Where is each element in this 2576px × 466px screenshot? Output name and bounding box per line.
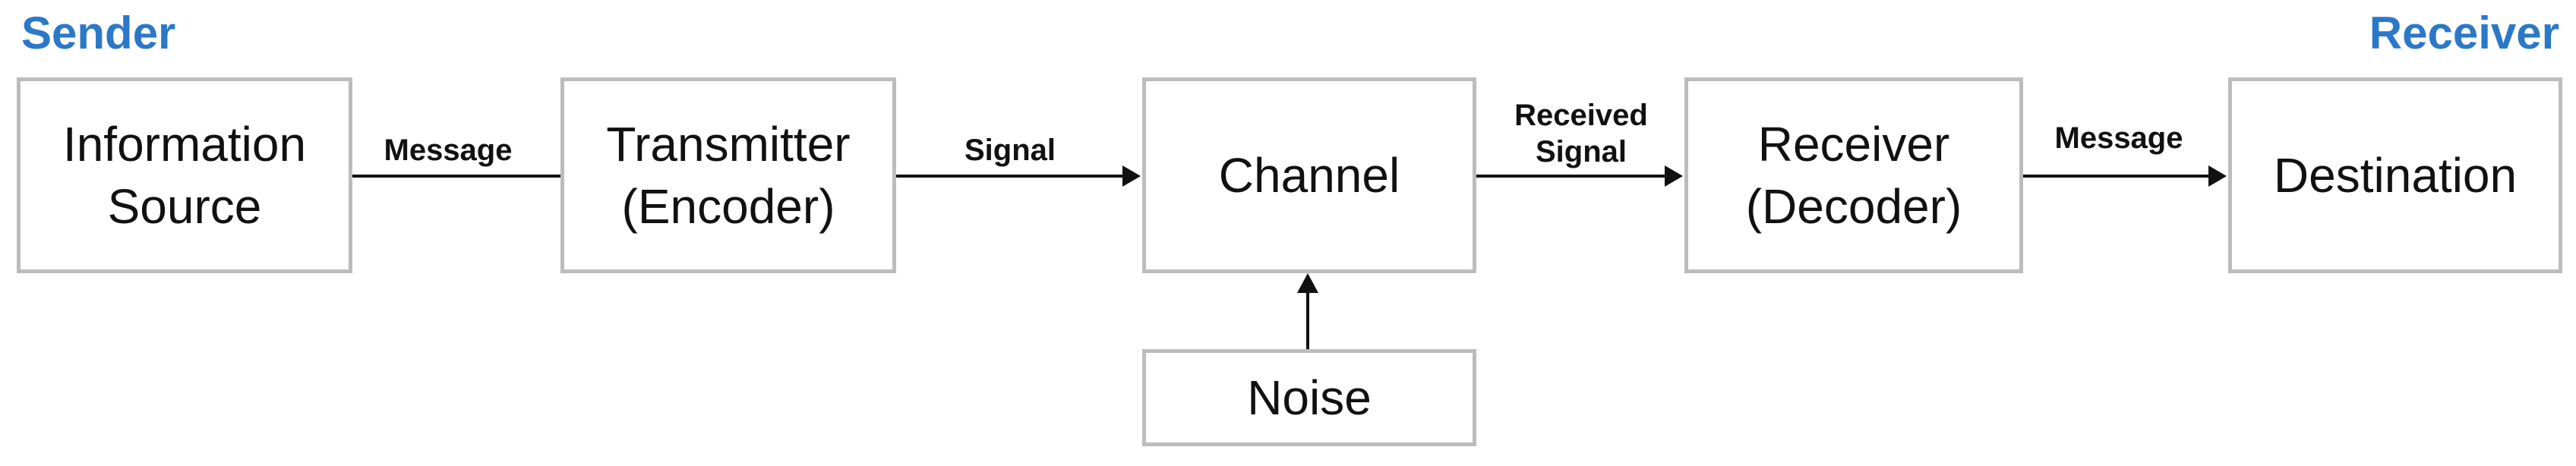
edge-label-received-signal: Received Signal (1467, 97, 1695, 170)
information-source-label-line1: Information (62, 117, 307, 172)
information-source-label-line2: Source (107, 179, 262, 234)
destination-node: Destination (2228, 77, 2562, 273)
transmitter-label-line2: (Encoder) (621, 179, 835, 234)
edge-label-signal: Signal (964, 134, 1056, 167)
destination-label: Destination (2273, 148, 2518, 203)
receiver-label-line1: Receiver (1757, 117, 1950, 172)
arrowhead-channel-to-receiver (1665, 165, 1683, 187)
receiver-label-line2: (Decoder) (1745, 179, 1962, 234)
receiver-node: Receiver (Decoder) (1684, 77, 2023, 273)
edge-label-received-signal-line2: Signal (1535, 135, 1627, 168)
sender-heading: Sender (21, 8, 176, 58)
noise-node: Noise (1142, 349, 1476, 446)
receiver-heading: Receiver (2369, 8, 2559, 58)
transmitter-node: Transmitter (Encoder) (560, 77, 896, 273)
information-source-node: Information Source (17, 77, 352, 273)
arrowhead-transmitter-to-channel (1122, 165, 1141, 187)
edge-label-message-1: Message (384, 134, 513, 167)
channel-label: Channel (1218, 148, 1400, 203)
noise-label: Noise (1247, 370, 1372, 425)
arrowhead-noise-to-channel (1297, 273, 1318, 293)
edge-label-received-signal-line1: Received (1514, 99, 1648, 132)
channel-node: Channel (1142, 77, 1476, 273)
edge-label-message-2: Message (2054, 121, 2183, 155)
arrowhead-receiver-to-destination (2208, 165, 2227, 187)
transmitter-label-line1: Transmitter (606, 117, 851, 172)
